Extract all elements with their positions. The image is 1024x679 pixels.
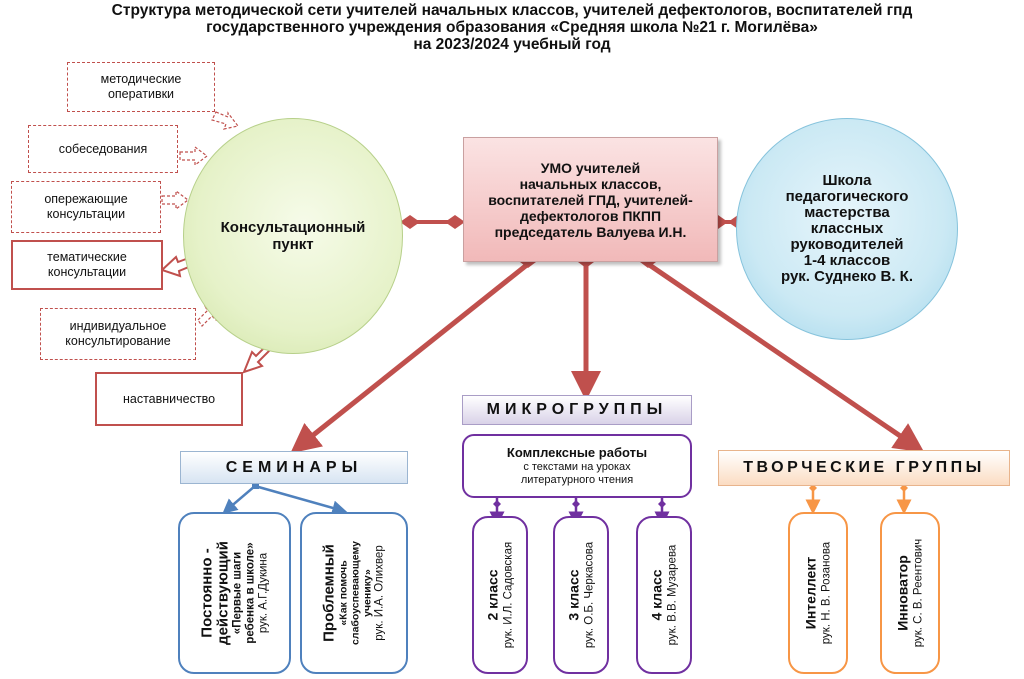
creative-box-1: Интеллект рук. Н. В. Розанова [788, 512, 848, 674]
item-nastavnichestvo-label: наставничество [122, 391, 216, 406]
item-individualnoe-line1: индивидуальное [69, 319, 167, 333]
school-pedagogical-mastery: Школа педагогического мастерства классны… [736, 118, 958, 340]
seminar-2-l1: Проблемный [320, 544, 338, 642]
seminar-1-l5: рук. А.Г.Дукина [257, 552, 269, 634]
page-title: Структура методической сети учителей нач… [0, 2, 1024, 53]
consult-line2: пункт [272, 236, 314, 253]
micro-3-lead: рук. В.В. Музарева [666, 544, 679, 646]
micro-box-2: 3 класс рук. О.Б. Черкасова [553, 516, 609, 674]
item-operativki-line1: методические [100, 72, 182, 86]
micro-3-text: 4 класс рук. В.В. Музарева [649, 545, 680, 646]
microgroups-header: МИКРОГРУППЫ [462, 395, 692, 425]
creative-2-lead: рук. С. В. Реентович [912, 538, 925, 648]
creative-1-lead: рук. Н. В. Розанова [820, 541, 833, 645]
complex-title: Комплексные работы [506, 445, 648, 460]
complex-sub1: с текстами на уроках [523, 461, 631, 473]
item-tematicheskie-line1: тематические [47, 250, 127, 264]
seminar-2-l2: «Как помочь [337, 560, 350, 626]
seminar-1-l1: Постоянно - [198, 548, 215, 638]
creative-1-name: Интеллект [802, 556, 819, 630]
micro-1-text: 2 класс рук. И.Л. Садовская [485, 542, 516, 648]
item-operezhayushchie-line1: опережающие [44, 192, 128, 206]
school-line1: Школа [822, 172, 872, 189]
micro-box-1: 2 класс рук. И.Л. Садовская [472, 516, 528, 674]
school-line3: мастерства [804, 204, 890, 221]
item-tematicheskie-line2: консультации [47, 265, 127, 279]
dashed-arrow-operativki [211, 111, 240, 130]
micro-box-3: 4 класс рук. В.В. Музарева [636, 516, 692, 674]
complex-work-box: Комплексные работы с текстами на уроках … [462, 434, 692, 498]
arrow-to-creative [646, 261, 925, 453]
micro-2-lead: рук. О.Б. Черкасова [583, 541, 596, 649]
arrow-seminar-2 [254, 484, 348, 516]
micro-1-lead: рук. И.Л. Садовская [502, 541, 515, 649]
item-sobesedovaniya: собеседования [28, 125, 178, 173]
item-operativki-line2: оперативки [107, 87, 175, 101]
diamond-icon [400, 215, 420, 229]
creative-groups-header: ТВОРЧЕСКИЕ ГРУППЫ [718, 450, 1010, 486]
seminar-1-l3: «Первые шаги [231, 551, 243, 635]
complex-sub2: литературного чтения [520, 474, 634, 486]
umo-line5: председатель Валуева И.Н. [494, 223, 687, 240]
item-operezhayushchie-line2: консультации [46, 207, 126, 221]
seminar-box-1: Постоянно - действующий «Первые шаги реб… [178, 512, 291, 674]
creative-1-text: Интеллект рук. Н. В. Розанова [803, 542, 834, 644]
seminar-1-text: Постоянно - действующий «Первые шаги реб… [198, 541, 270, 645]
arrow-seminar-1 [222, 485, 256, 514]
micro-3-grade: 4 класс [648, 569, 665, 621]
creative-box-2: Инноватор рук. С. В. Реентович [880, 512, 940, 674]
seminar-2-l3: слабоуспевающему [349, 541, 362, 645]
item-individualnoe-line2: консультирование [65, 334, 171, 348]
dashed-arrow-operezhayushchie [161, 189, 189, 211]
title-line-1: Структура методической сети учителей нач… [111, 2, 913, 19]
seminar-2-l4: ученику» [361, 569, 374, 617]
creative-2-name: Инноватор [894, 555, 911, 631]
seminar-2-text: Проблемный «Как помочь слабоуспевающему … [320, 541, 387, 645]
dashed-arrow-sobesedovaniya [179, 145, 208, 167]
seminar-2-l5: рук. И.А. Олихвер [373, 545, 386, 641]
item-tematicheskie: тематические консультации [11, 240, 163, 290]
creative-2-text: Инноватор рук. С. В. Реентович [895, 539, 926, 648]
title-line-2: государственного учреждения образования … [206, 19, 818, 36]
school-line5: руководителей [790, 236, 904, 253]
item-operezhayushchie: опережающие консультации [11, 181, 161, 233]
item-individualnoe: индивидуальное консультирование [40, 308, 196, 360]
school-line4: классных [810, 220, 884, 237]
diamond-icon [445, 215, 465, 229]
seminar-1-l2: действующий [214, 541, 231, 645]
umo-center-box: УМО учителей начальных классов, воспитат… [463, 137, 718, 262]
arrow-to-seminars [290, 262, 530, 454]
umo-line3: воспитателей ГПД, учителей- [488, 191, 693, 208]
seminars-header: СЕМИНАРЫ [180, 451, 408, 484]
umo-line4: дефектологов ПКПП [519, 207, 662, 224]
micro-2-grade: 3 класс [565, 569, 582, 621]
micro-2-text: 3 класс рук. О.Б. Черкасова [566, 542, 597, 648]
umo-line2: начальных классов, [519, 175, 662, 192]
hollow-arrow-nastavnichestvo [242, 342, 272, 374]
consultation-point: Консультационный пункт [183, 118, 403, 354]
title-line-3: на 2023/2024 учебный год [413, 36, 611, 53]
micro-1-grade: 2 класс [484, 569, 501, 621]
item-operativki: методические оперативки [67, 62, 215, 112]
umo-line1: УМО учителей [540, 159, 641, 176]
school-line6: 1-4 классов [803, 252, 891, 269]
consult-line1: Консультационный [220, 219, 366, 236]
seminar-1-l4: ребенка в школе» [244, 542, 256, 644]
school-line7: рук. Суднеко В. К. [780, 268, 913, 285]
seminar-box-2: Проблемный «Как помочь слабоуспевающему … [300, 512, 408, 674]
school-line2: педагогического [785, 188, 909, 205]
item-sobesedovaniya-label: собеседования [58, 141, 148, 156]
item-nastavnichestvo: наставничество [95, 372, 243, 426]
